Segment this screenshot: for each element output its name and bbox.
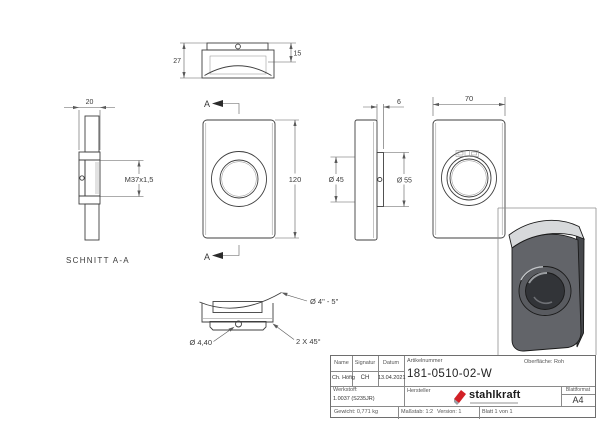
view-side: 6 Ø 45 Ø 55 xyxy=(326,99,414,241)
article-number: 181-0510-02-W xyxy=(407,368,493,380)
drawing-date: 13.04.2021 xyxy=(378,375,406,381)
part-3d-render xyxy=(508,220,585,352)
dim-120: 120 xyxy=(289,175,302,184)
logo-tagline xyxy=(470,402,518,404)
scale-value: Maßstab: 1:2 xyxy=(401,409,434,415)
dim-d45: Ø 45 xyxy=(329,177,344,184)
surface-finish: Oberfläche: Roh xyxy=(524,359,565,365)
name-label: Name xyxy=(334,360,349,366)
date-label: Datum xyxy=(382,360,400,366)
signature-label: Signatur xyxy=(354,360,376,366)
dim-27: 27 xyxy=(173,58,181,65)
manufacturer-label: Hersteller xyxy=(407,387,431,394)
dim-20: 20 xyxy=(86,99,94,106)
sheet-frame xyxy=(497,207,597,355)
author-name: Ch. Höfig xyxy=(332,375,355,381)
dim-15: 15 xyxy=(294,51,302,58)
label-tube-range: Ø 4" - 5" xyxy=(310,297,339,306)
dim-6: 6 xyxy=(397,99,401,106)
material-value: 1.0037 (S235JR) xyxy=(333,396,375,402)
section-marker-a-bottom: A xyxy=(204,252,210,262)
dim-thread: M37x1,5 xyxy=(125,175,154,184)
label-chamfer: 2 X 45° xyxy=(296,337,321,346)
section-caption: SCHNITT A-A xyxy=(66,256,130,265)
title-block: Name Signatur Datum Ch. Höfig CH 13.04.2… xyxy=(330,355,596,419)
view-section-aa: 20 M37x1,5 SCHNITT A-A xyxy=(64,99,156,265)
dim-70: 70 xyxy=(465,94,473,103)
view-back: 70 xyxy=(432,93,506,239)
weight-value: Gewicht: 0,771 kg xyxy=(334,409,379,415)
dim-d55: Ø 55 xyxy=(397,178,412,185)
label-hole-dia: Ø 4,40 xyxy=(189,338,212,347)
sheet-format: A4 xyxy=(572,395,584,405)
author-signature: CH xyxy=(360,375,370,381)
material-label: Werkstoff: xyxy=(333,387,358,393)
format-label: Blattformat xyxy=(565,387,591,393)
view-top-profile: 27 15 xyxy=(173,42,302,79)
version-value: Version: 1 xyxy=(437,409,462,415)
view-front: A A 120 xyxy=(202,99,306,262)
view-detail: Ø 4" - 5" 2 X 45° Ø 4,40 xyxy=(189,292,339,347)
article-label: Artikelnummer xyxy=(407,358,443,364)
stahlkraft-logo-icon xyxy=(454,390,466,405)
sheet-number: Blatt 1 von 1 xyxy=(482,409,513,415)
section-marker-a-top: A xyxy=(204,99,210,109)
brand-name: stahlkraft xyxy=(469,389,521,401)
